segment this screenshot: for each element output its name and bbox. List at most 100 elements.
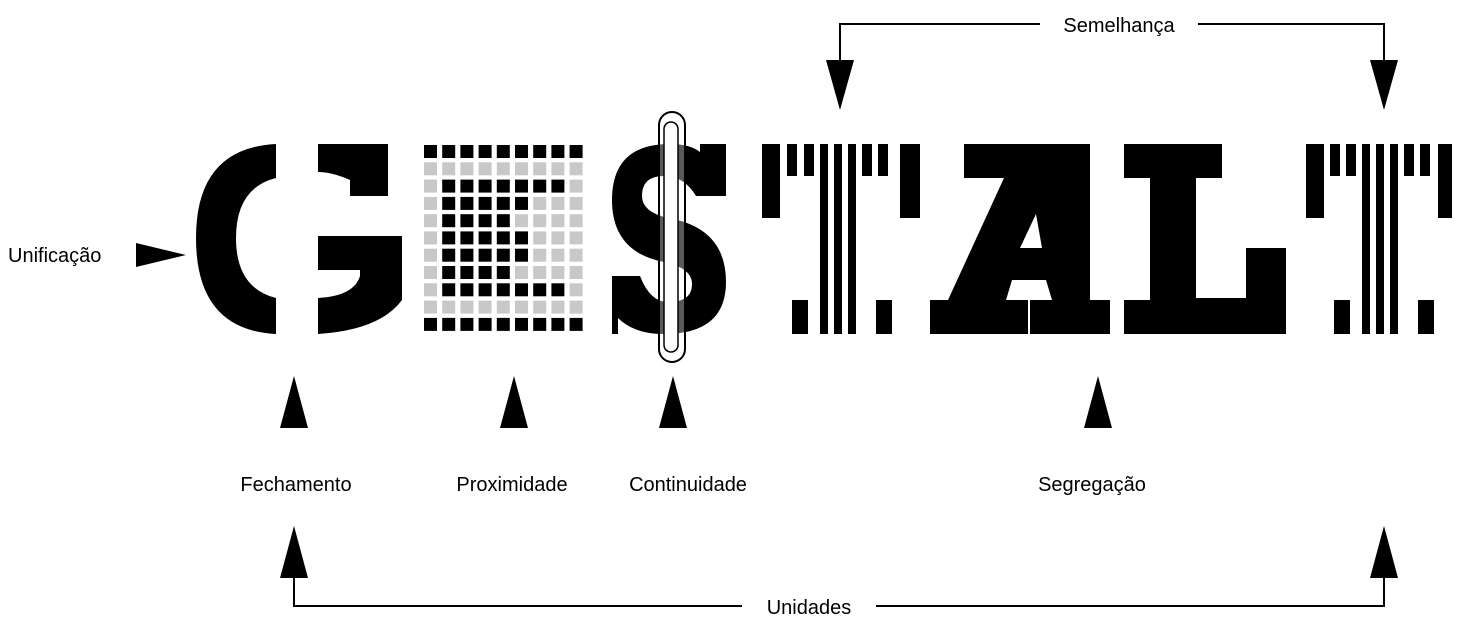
grid-cell <box>442 196 456 210</box>
fechamento-arrow <box>280 376 308 428</box>
grid-cell <box>478 248 492 262</box>
grid-cell <box>569 231 583 245</box>
grid-cell <box>569 317 583 331</box>
t1-bar-6 <box>900 144 920 218</box>
semelhanca-bracket: Semelhança <box>826 15 1398 110</box>
grid-cell <box>551 266 565 279</box>
grid-cell <box>460 162 474 176</box>
letter-a <box>930 144 1110 334</box>
grid-cell <box>478 179 492 193</box>
t1-bar-5 <box>878 144 888 176</box>
grid-cell <box>478 283 492 297</box>
t2-bar-3 <box>1346 144 1356 176</box>
grid-cell <box>533 196 547 210</box>
grid-cell <box>515 283 528 297</box>
t2-stem-3 <box>1390 144 1398 334</box>
grid-cell <box>424 317 437 331</box>
semelhanca-arrow-left <box>826 60 854 110</box>
proximidade-arrow <box>500 376 528 428</box>
grid-cell <box>515 162 528 176</box>
grid-cell <box>533 179 547 193</box>
grid-cell <box>478 266 492 279</box>
grid-cell <box>515 248 528 262</box>
grid-cell <box>460 231 474 245</box>
unidades-arrow-right <box>1370 526 1398 578</box>
grid-cell <box>533 317 547 331</box>
grid-cell <box>478 145 492 158</box>
grid-cell <box>569 283 583 297</box>
grid-cell <box>551 214 565 228</box>
semelhanca-line-left <box>839 23 1040 62</box>
grid-cell <box>515 179 528 193</box>
grid-cell <box>478 317 492 331</box>
grid-cell <box>515 145 528 158</box>
letter-g-left-half <box>196 144 276 334</box>
unidades-arrow-left <box>280 526 308 578</box>
t1-stem-2 <box>834 144 842 334</box>
grid-cell <box>478 196 492 210</box>
grid-cell <box>496 248 510 262</box>
grid-cell <box>569 162 583 176</box>
grid-cell <box>442 248 456 262</box>
grid-cell <box>424 145 437 158</box>
continuidade-label: Continuidade <box>629 474 747 496</box>
segregacao-arrow <box>1084 376 1112 428</box>
grid-cell <box>424 179 437 193</box>
grid-cell <box>551 300 565 314</box>
semelhanca-label: Semelhança <box>1063 15 1175 37</box>
grid-cell <box>533 162 547 176</box>
grid-cell <box>478 231 492 245</box>
grid-cell <box>533 145 547 158</box>
continuity-stroke <box>663 121 679 353</box>
t2-foot-2 <box>1418 300 1434 334</box>
grid-cell <box>442 179 456 193</box>
grid-cell <box>424 248 437 262</box>
grid-cell <box>533 248 547 262</box>
t2-stem-1 <box>1362 144 1370 334</box>
semelhanca-arrow-right <box>1370 60 1398 110</box>
grid-cell <box>424 214 437 228</box>
t1-stem-3 <box>848 144 856 334</box>
grid-cell <box>424 231 437 245</box>
grid-cell <box>551 231 565 245</box>
grid-cell <box>551 162 565 176</box>
letter-l-shape <box>1124 144 1286 334</box>
grid-cell <box>533 214 547 228</box>
grid-cell <box>515 214 528 228</box>
proximidade-label: Proximidade <box>456 474 567 496</box>
grid-cell <box>478 162 492 176</box>
grid-cell <box>496 317 510 331</box>
t1-foot-1 <box>792 300 808 334</box>
t2-bar-2 <box>1330 144 1340 176</box>
grid-cell <box>460 317 474 331</box>
t2-bar-5 <box>1420 144 1430 176</box>
unidades-bracket: Unidades <box>280 526 1398 619</box>
grid-cell <box>424 283 437 297</box>
grid-cell <box>569 214 583 228</box>
t1-bar-1 <box>762 144 780 218</box>
grid-cell <box>533 266 547 279</box>
grid-cell <box>551 283 565 297</box>
t1-bar-2 <box>787 144 797 176</box>
segregacao-label: Segregação <box>1038 474 1146 496</box>
grid-cell <box>460 145 474 158</box>
grid-cell <box>442 300 456 314</box>
grid-cell <box>551 248 565 262</box>
grid-cell <box>551 317 565 331</box>
grid-cell <box>551 196 565 210</box>
letter-g-right-half <box>318 144 402 334</box>
grid-cell <box>569 179 583 193</box>
t1-bar-3 <box>804 144 814 176</box>
grid-cell <box>496 283 510 297</box>
grid-cell <box>460 196 474 210</box>
semelhanca-line-right <box>1198 23 1385 62</box>
grid-cell <box>460 179 474 193</box>
grid-cell <box>496 266 510 279</box>
grid-cell <box>442 266 456 279</box>
grid-cell <box>496 145 510 158</box>
grid-cell <box>478 300 492 314</box>
grid-cell <box>478 214 492 228</box>
t2-bar-6 <box>1438 144 1452 218</box>
grid-cell <box>460 266 474 279</box>
